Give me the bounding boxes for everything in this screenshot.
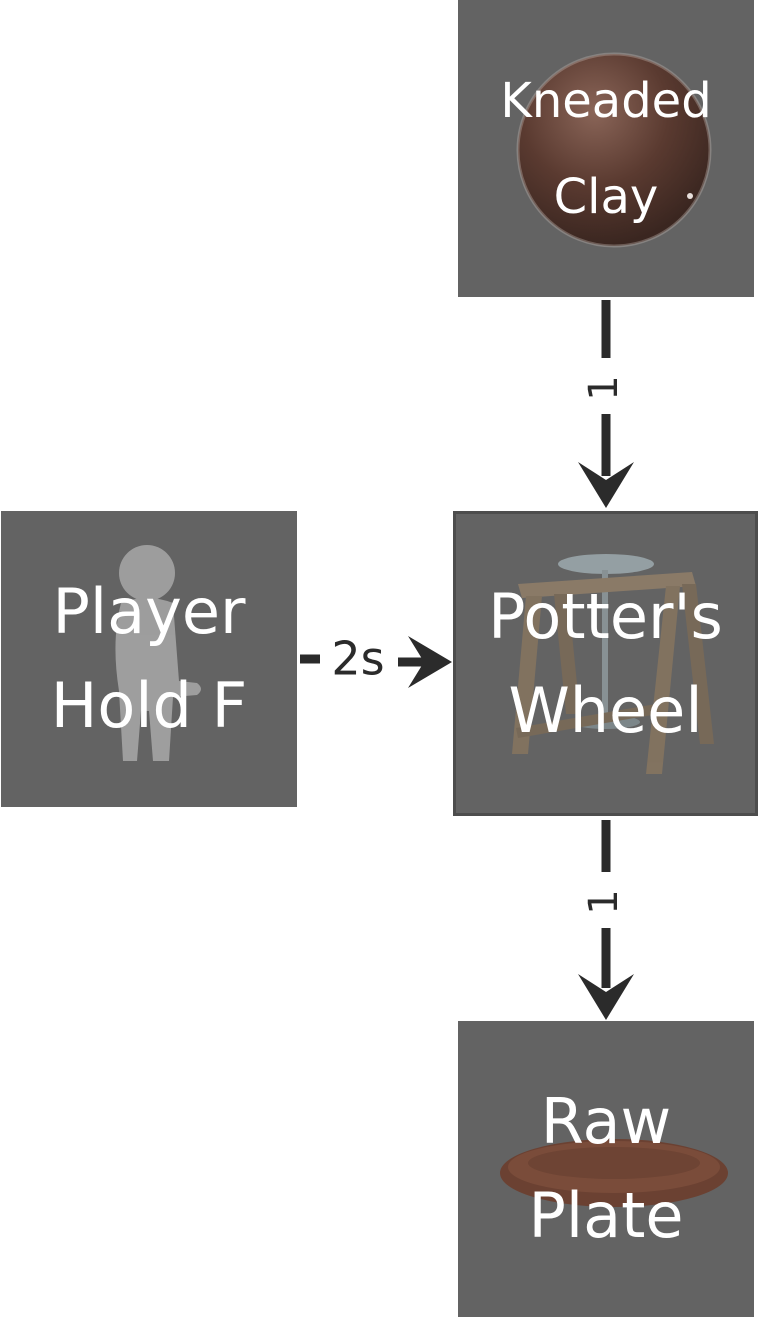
node-kneaded-clay[interactable]: Kneaded Clay: [458, 0, 754, 297]
clay-plate-icon: [500, 1139, 728, 1207]
edge-label: 1: [581, 889, 627, 914]
potters-wheel-icon: [512, 554, 714, 774]
edge-label: 2s: [331, 632, 384, 686]
node-label-line1: Player: [52, 575, 246, 648]
node-label-line2: Hold F: [50, 669, 248, 742]
edge-clay-to-wheel: 1: [578, 300, 634, 508]
node-label-line1: Raw: [540, 1085, 672, 1158]
player-figure-icon: [115, 545, 201, 761]
node-label-line2: Wheel: [508, 673, 703, 747]
node-label-line1: Kneaded: [500, 72, 712, 129]
node-potters-wheel[interactable]: Potter's Wheel: [453, 511, 758, 816]
node-label-line2: Clay: [553, 168, 659, 225]
node-player-hold-f[interactable]: Player Hold F: [1, 511, 297, 807]
node-raw-plate[interactable]: Raw Plate: [458, 1021, 754, 1317]
edge-label: 1: [581, 375, 627, 400]
node-label-line2: Plate: [528, 1179, 684, 1252]
edge-wheel-to-plate: 1: [578, 820, 634, 1020]
clay-sphere-icon: [516, 52, 712, 248]
edge-player-to-wheel: 2s: [300, 632, 452, 688]
node-label-line1: Potter's: [488, 579, 723, 653]
